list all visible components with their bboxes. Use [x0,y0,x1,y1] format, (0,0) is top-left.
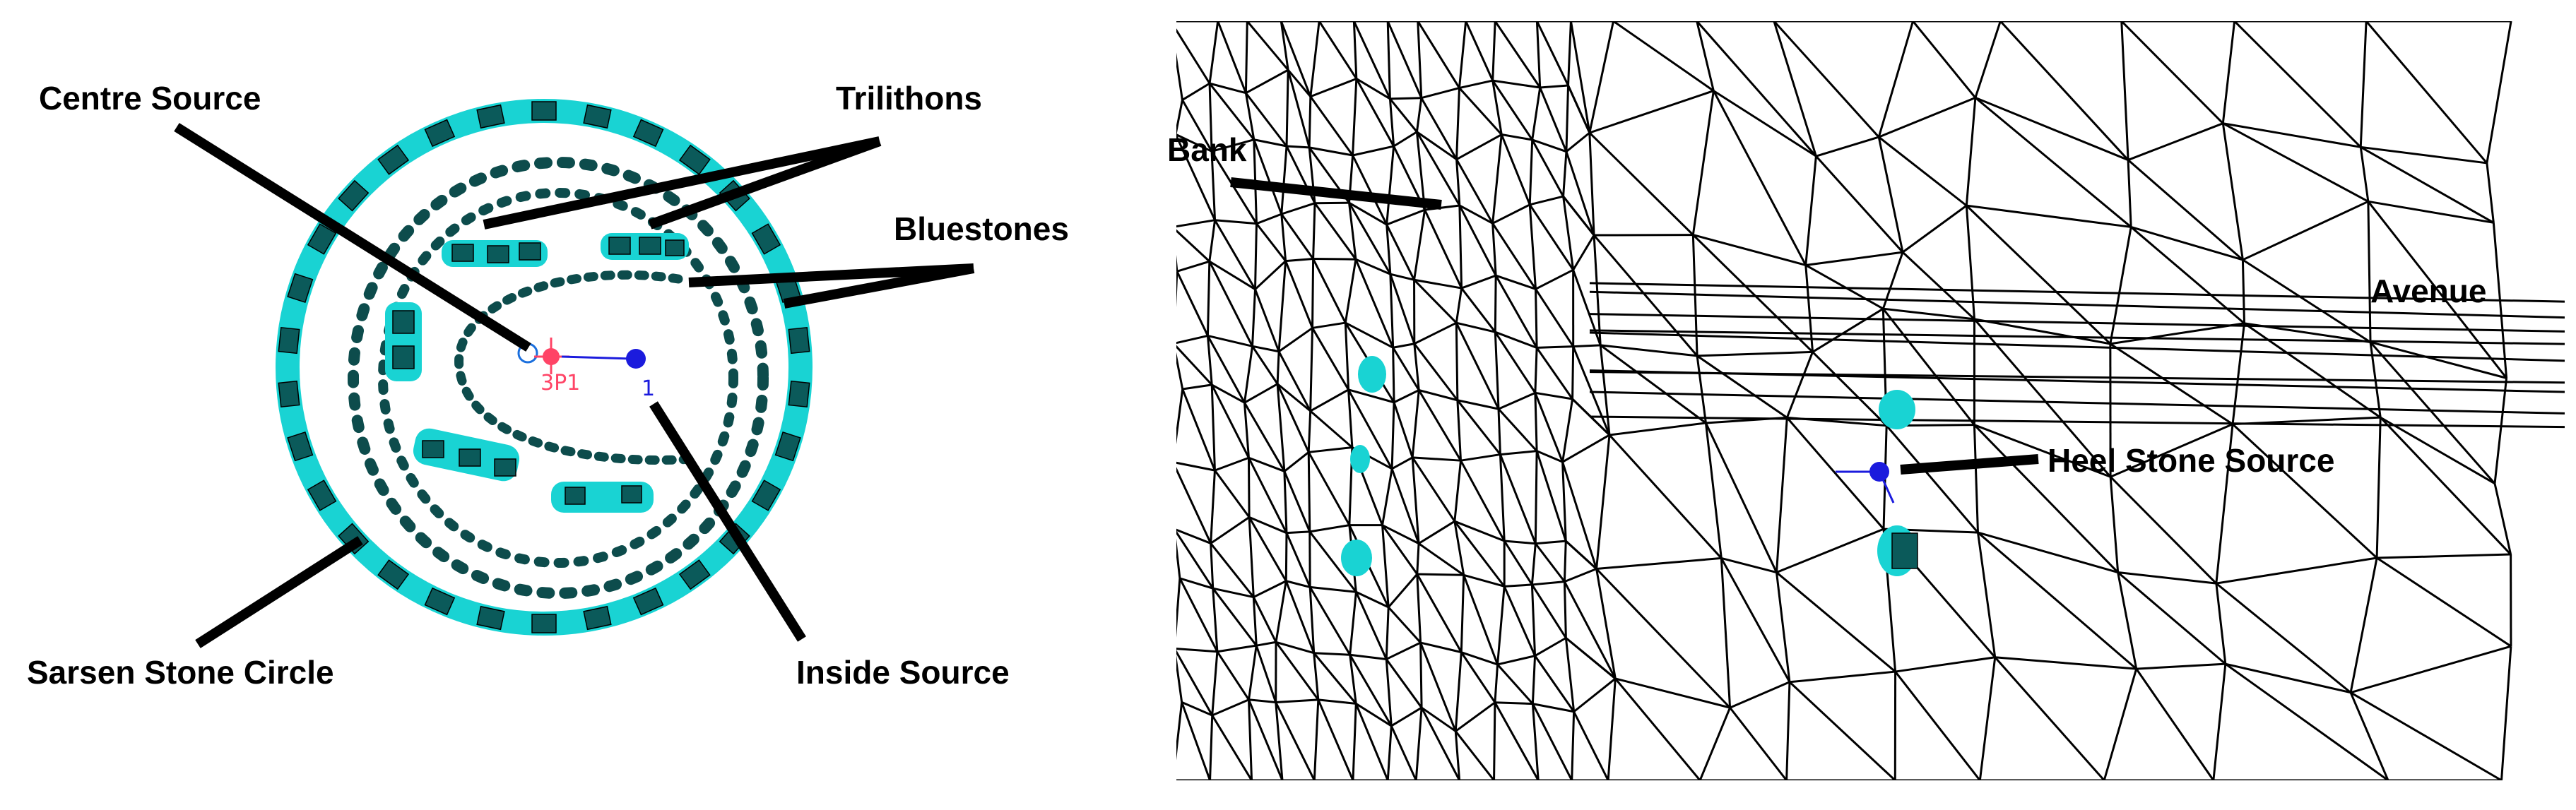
sarsen-stone [583,104,612,129]
bluestones-label: Bluestones [894,210,1069,247]
sarsen-stone [476,605,505,631]
sarsen-stone [632,587,664,616]
trilithon [442,240,548,267]
sarsen-stone [377,144,410,175]
sarsen-stone [632,119,664,148]
sarsen-stone [278,326,300,355]
sarsen-stone [424,119,456,148]
sarsen-stone [476,104,505,129]
sarsen-stone [424,587,456,616]
sarsen-stone [788,380,810,408]
sarsen-stones [278,101,810,633]
sarsen-stone [531,614,557,633]
sarsen-stone [774,431,801,462]
inner-dotted-rings [348,157,769,599]
sarsen-stone [678,144,711,175]
avenue-label: Avenue [2370,273,2486,309]
source-link-line [561,355,633,360]
inside-marker-text: 1 [642,376,655,401]
sarsen-stone [307,223,337,255]
heel-stone-source-marker [1836,462,1895,504]
sarsen-stone [751,223,781,255]
centre-source-marker: 3P1 [517,338,580,395]
bank-leader [1230,177,1442,210]
leader-lines-left [174,123,975,648]
sarsen-stone [278,380,300,408]
sarsen-stone [287,273,314,303]
trilithons-label: Trilithons [836,80,982,117]
heel-stone-leader [1900,454,2039,475]
trilithon [413,428,520,482]
heel-stone-source-label: Heel Stone Source [2048,442,2334,479]
sarsen-stone [338,179,370,212]
inside-source-label: Inside Source [796,654,1010,691]
heel-area-stones [1341,356,1918,576]
trilithon [551,482,654,513]
sarsen-stone-circle-label: Sarsen Stone Circle [27,654,334,691]
sarsen-stone-circle [276,99,813,636]
sarsen-stone [377,559,410,590]
left-panel-stonehenge-plan: 3P1 1 Centre Source Trilithons Bluestone… [27,80,1069,691]
bluestone-horseshoe [454,270,697,465]
centre-source-label: Centre Source [39,80,261,117]
centre-marker-text: 3P1 [540,371,580,395]
sarsen-stone [751,480,781,511]
sarsen-stone [678,559,711,590]
sarsen-stone [788,326,810,355]
sarsen-stone [531,101,557,121]
bank-label: Bank [1167,131,1247,168]
sarsen-stone [583,605,612,631]
sarsen-stone [307,480,337,511]
trilithons [385,233,689,513]
terrain-mesh [1176,21,2565,780]
trilithon [601,233,689,260]
trilithon [385,302,422,381]
sarsen-stone [287,431,314,462]
inside-source-marker: 1 [626,349,655,401]
right-panel-heel-stone-mesh: Bank Avenue Heel Stone Source [1167,21,2565,780]
